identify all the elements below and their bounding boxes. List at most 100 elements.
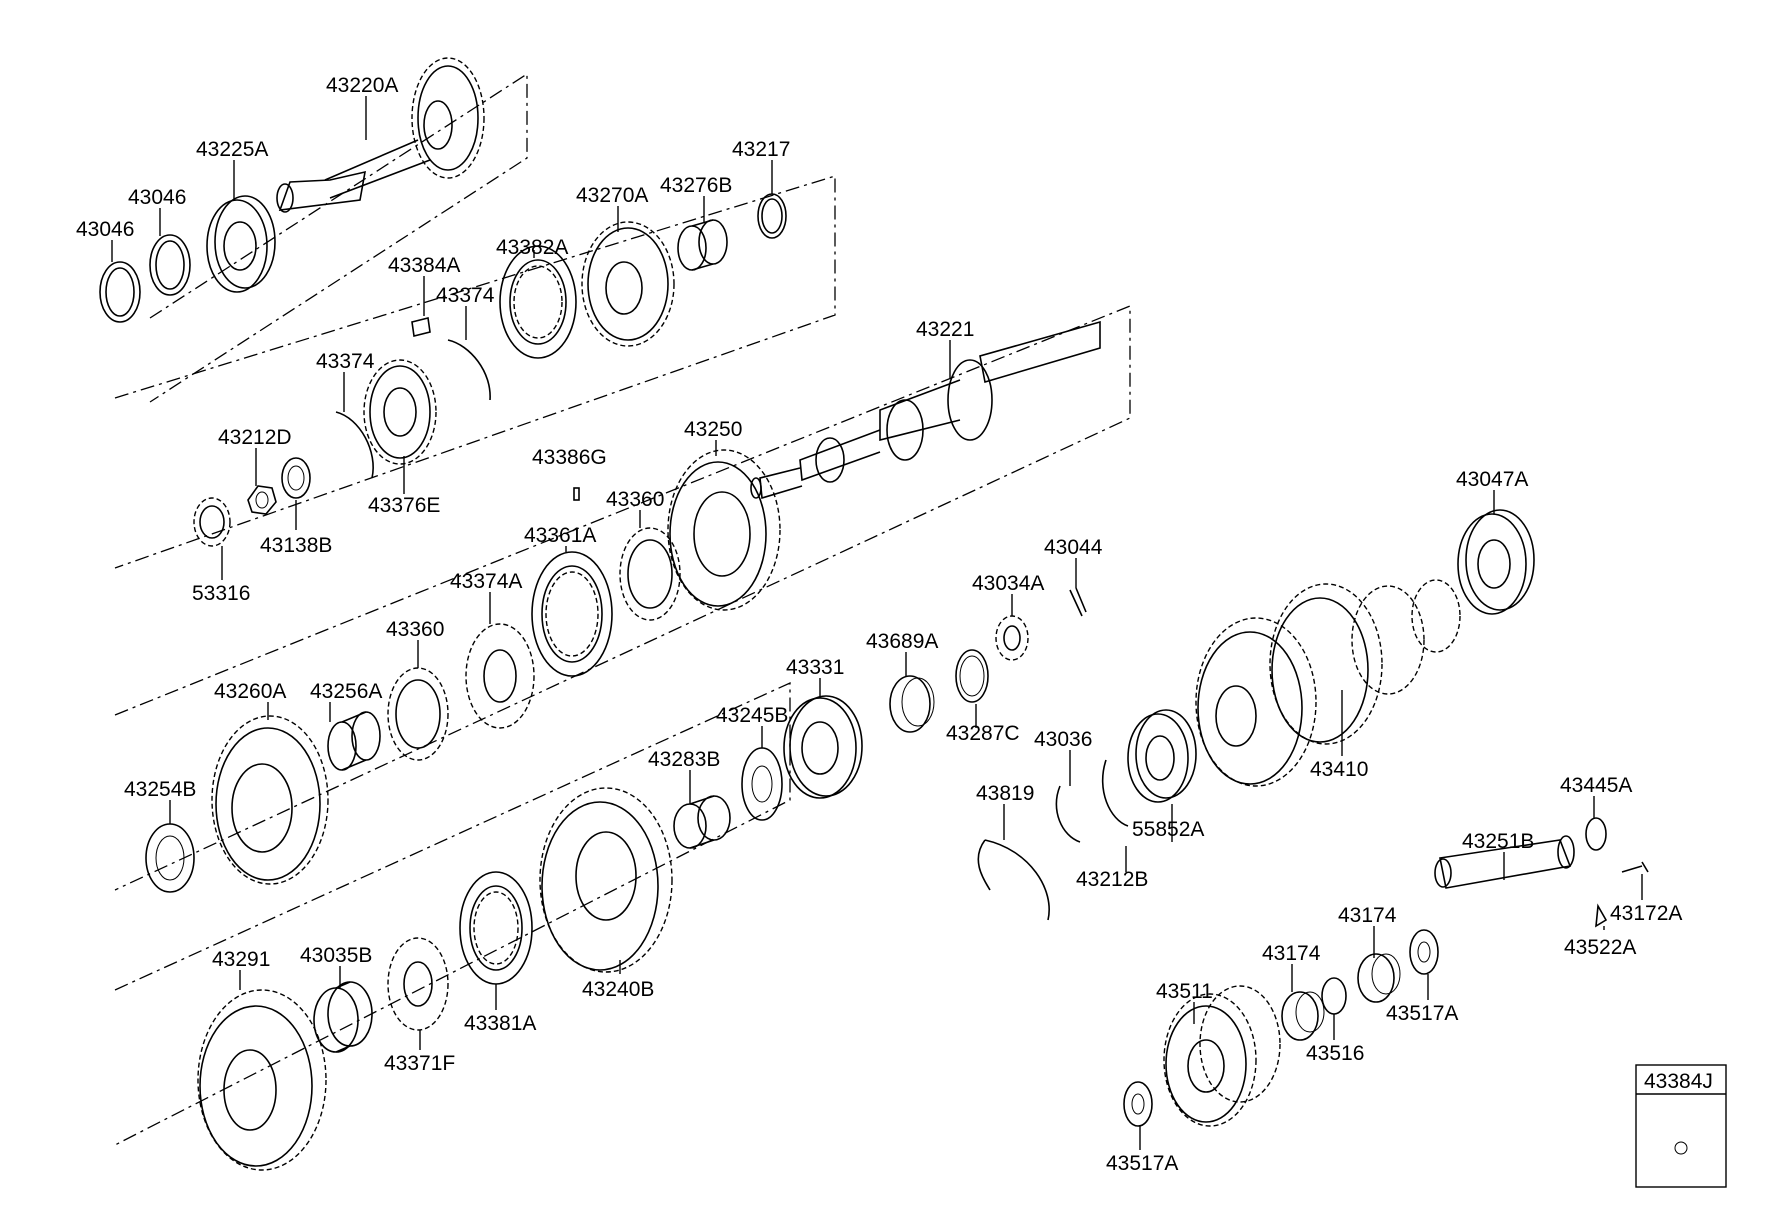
label-43034A: 43034A (972, 572, 1044, 595)
label-43331: 43331 (786, 656, 844, 679)
label-43138B: 43138B (260, 534, 332, 557)
label-43376E: 43376E (368, 494, 440, 517)
label-43374-a: 43374 (436, 284, 495, 307)
label-43371F: 43371F (384, 1052, 455, 1075)
synchro-ring-43360-a (619, 527, 681, 621)
label-43384A: 43384A (388, 254, 460, 277)
hub-43371F (387, 937, 449, 1031)
label-43410: 43410 (1310, 758, 1368, 781)
label-43386G: 43386G (532, 446, 607, 469)
label-43360-a: 43360 (606, 488, 664, 511)
washer-43517A-b (1123, 1081, 1153, 1127)
ring-43445A (1585, 817, 1607, 851)
label-43287C: 43287C (946, 722, 1020, 745)
label-43360-b: 43360 (386, 618, 444, 641)
snap-ring-43046-a (99, 261, 141, 323)
bearing-43225A (206, 195, 276, 293)
hub-43374A (465, 623, 535, 729)
label-43046-a: 43046 (128, 186, 186, 209)
shaft-43251B (1434, 835, 1575, 889)
label-43044: 43044 (1044, 536, 1103, 559)
ring-43217 (757, 193, 787, 239)
idler-gear-43511 (1163, 985, 1281, 1127)
label-43291: 43291 (212, 948, 270, 971)
washer-43138B (281, 457, 311, 499)
label-43174-b: 43174 (1262, 942, 1321, 965)
sleeve-43381A (459, 871, 533, 985)
label-43220A: 43220A (326, 74, 398, 97)
label-43254B: 43254B (124, 778, 196, 801)
bearing-43047A (1457, 509, 1535, 615)
label-43517A-a: 43517A (1386, 1002, 1458, 1025)
gear-43291 (197, 989, 327, 1171)
synchro-ring-43360-b (387, 667, 449, 761)
gear-43260A (211, 715, 329, 885)
gear-43270A (581, 221, 675, 347)
label-43225A: 43225A (196, 138, 268, 161)
needle-bearing-43174-b (1281, 991, 1325, 1041)
part-labels: 43220A 43225A 43046 43046 43217 43270A 4… (76, 74, 1682, 1175)
label-43374-b: 43374 (316, 350, 375, 373)
part-drawings (99, 57, 1649, 1171)
snap-ring-43287C (955, 649, 989, 703)
pin-43386G (573, 487, 580, 501)
label-43381A: 43381A (464, 1012, 536, 1035)
label-43256A: 43256A (310, 680, 382, 703)
label-43276B: 43276B (660, 174, 732, 197)
pin-43044 (1069, 587, 1087, 617)
reference-box-label: 43384J (1644, 1070, 1713, 1093)
label-43240B: 43240B (582, 978, 654, 1001)
hub-43376E (363, 359, 437, 465)
plate-43522A (1595, 903, 1608, 928)
ring-43819 (977, 839, 1050, 921)
bearing-43035B (313, 981, 373, 1053)
label-43382A: 43382A (496, 236, 568, 259)
nut-53316 (193, 497, 231, 547)
label-43047A: 43047A (1456, 468, 1528, 491)
spring-43374-a (447, 339, 491, 401)
key-43384A (411, 317, 431, 337)
label-43516: 43516 (1306, 1042, 1364, 1065)
reference-box-43384J: 43384J (1635, 1064, 1727, 1188)
bushing-43283B (673, 795, 731, 849)
label-43270A: 43270A (576, 184, 648, 207)
counter-gear-43410 (1195, 579, 1461, 787)
label-43511: 43511 (1156, 980, 1213, 1003)
label-43212B: 43212B (1076, 868, 1148, 891)
ring-43516 (1321, 977, 1347, 1015)
label-43517A-b: 43517A (1106, 1152, 1178, 1175)
gear-43250 (667, 449, 781, 611)
leader-lines (111, 96, 1643, 1150)
assembly-frames (114, 72, 1131, 1146)
label-43212D: 43212D (218, 426, 292, 449)
washer-43245B (741, 747, 783, 821)
label-43283B: 43283B (648, 748, 720, 771)
spring-43374-b (335, 411, 374, 479)
washer-43254B (145, 823, 195, 893)
snap-ring-43036 (1055, 785, 1081, 843)
label-43245B: 43245B (716, 704, 788, 727)
label-53316: 53316 (192, 582, 250, 605)
nut-43034A (995, 615, 1029, 661)
bearing-55852A (1127, 709, 1197, 803)
spacer-43689A (889, 675, 935, 733)
label-43260A: 43260A (214, 680, 286, 703)
sleeve-43361A (531, 551, 613, 677)
input-shaft-43220A (276, 57, 485, 213)
gear-43240B (539, 787, 673, 973)
label-43689A: 43689A (866, 630, 938, 653)
nut-43212D (247, 485, 277, 515)
sleeve-43382A (499, 245, 577, 359)
bushing-43276B (677, 219, 728, 271)
bearing-43331 (783, 695, 863, 799)
snap-ring-43046-b (149, 234, 191, 296)
snap-ring-43212B (1101, 759, 1129, 827)
label-43445A: 43445A (1560, 774, 1632, 797)
label-55852A: 55852A (1132, 818, 1204, 841)
label-43250: 43250 (684, 418, 742, 441)
reference-pin-icon (1674, 1141, 1688, 1155)
label-43819: 43819 (976, 782, 1034, 805)
needle-bearing-43174-a (1357, 953, 1401, 1003)
label-43221: 43221 (916, 318, 974, 341)
